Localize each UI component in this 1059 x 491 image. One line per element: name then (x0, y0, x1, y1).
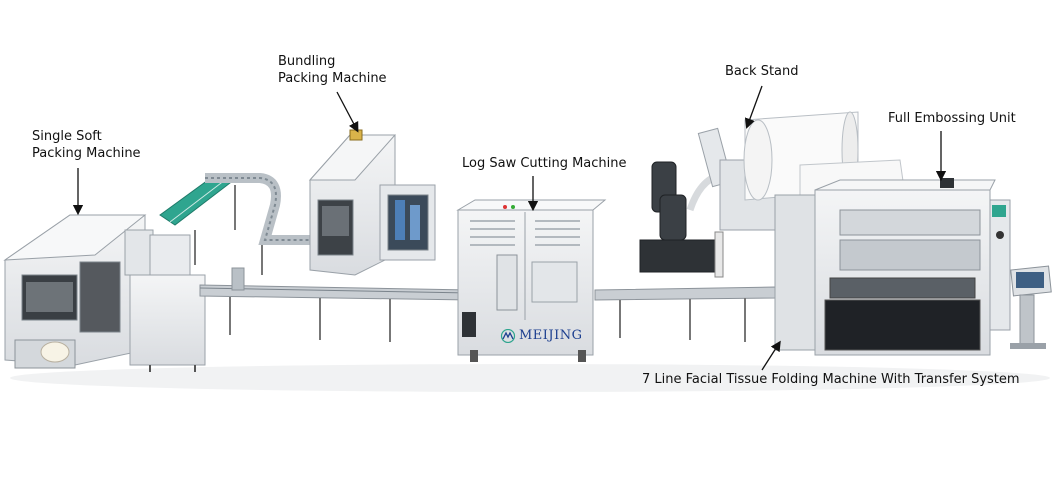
vacuum-pumps (639, 161, 733, 278)
label-bundling-packing-machine: Bundling Packing Machine (278, 53, 387, 87)
meijing-logo: MEIJING (500, 328, 583, 343)
main-conveyor (199, 267, 471, 342)
transfer-conveyor (594, 286, 776, 342)
label-back-stand: Back Stand (725, 64, 799, 79)
callout-arrows (72, 85, 947, 371)
label-single-soft-packing-machine: Single Soft Packing Machine (32, 128, 141, 162)
meijing-logo-icon (500, 328, 516, 343)
label-log-saw-cutting-machine: Log Saw Cutting Machine (462, 156, 627, 171)
curved-conveyor (205, 173, 310, 275)
arrow-back-stand (744, 85, 763, 129)
facial-tissue-folding-machine (774, 178, 1052, 356)
label-folding-machine: 7 Line Facial Tissue Folding Machine Wit… (642, 372, 1020, 387)
single-soft-packing-machine (3, 214, 206, 372)
label-line: Packing Machine (32, 146, 141, 161)
bundling-packing-machine (308, 129, 436, 276)
log-saw-cutting-machine (456, 199, 607, 362)
label-line: Packing Machine (278, 71, 387, 86)
brand-name: MEIJING (519, 328, 583, 343)
label-line: Single Soft (32, 129, 102, 144)
label-line: Bundling (278, 54, 336, 69)
arrow-folding-machine (761, 340, 781, 371)
floor-shadow (10, 364, 1050, 392)
label-full-embossing-unit: Full Embossing Unit (888, 111, 1016, 126)
back-stand (697, 111, 906, 231)
arrow-bundling (336, 91, 359, 133)
